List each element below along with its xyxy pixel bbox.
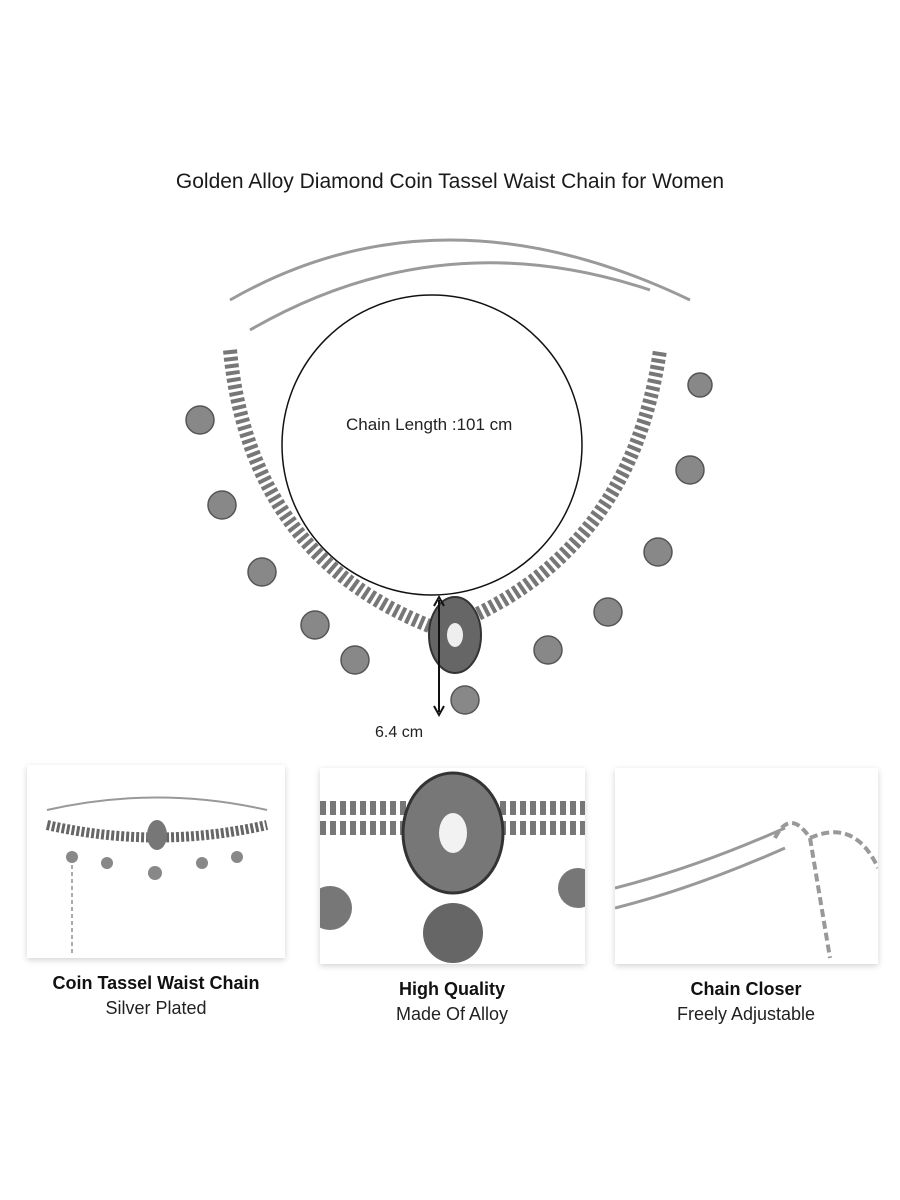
chain-length-label: Chain Length :101 cm <box>346 415 513 434</box>
feature-heading: High Quality <box>398 979 505 999</box>
feature-subtext: Freely Adjustable <box>676 1004 816 1024</box>
pendant-height-label: 6.4 cm <box>375 724 424 741</box>
feature-subtext: Silver Plated <box>105 998 207 1018</box>
full-chain-photo <box>27 765 285 958</box>
product-title: Golden Alloy Diamond Coin Tassel Waist C… <box>175 170 725 193</box>
feature-caption: Coin Tassel Waist Chain Silver Plated <box>6 973 306 1019</box>
clasp-closeup-photo <box>615 768 878 964</box>
feature-caption: High Quality Made Of Alloy <box>302 979 602 1025</box>
coins <box>185 372 713 715</box>
waist-chain-image <box>185 238 713 718</box>
coin-band <box>223 349 667 638</box>
upper-chain-2 <box>249 261 651 332</box>
upper-chain <box>229 238 691 302</box>
height-arrow <box>433 594 445 718</box>
pendant-closeup-photo <box>320 768 585 964</box>
feature-subtext: Made Of Alloy <box>395 1004 509 1024</box>
feature-heading: Chain Closer <box>690 979 802 999</box>
length-circle <box>281 294 583 596</box>
feature-caption: Chain Closer Freely Adjustable <box>596 979 896 1025</box>
feature-heading: Coin Tassel Waist Chain <box>52 973 260 993</box>
